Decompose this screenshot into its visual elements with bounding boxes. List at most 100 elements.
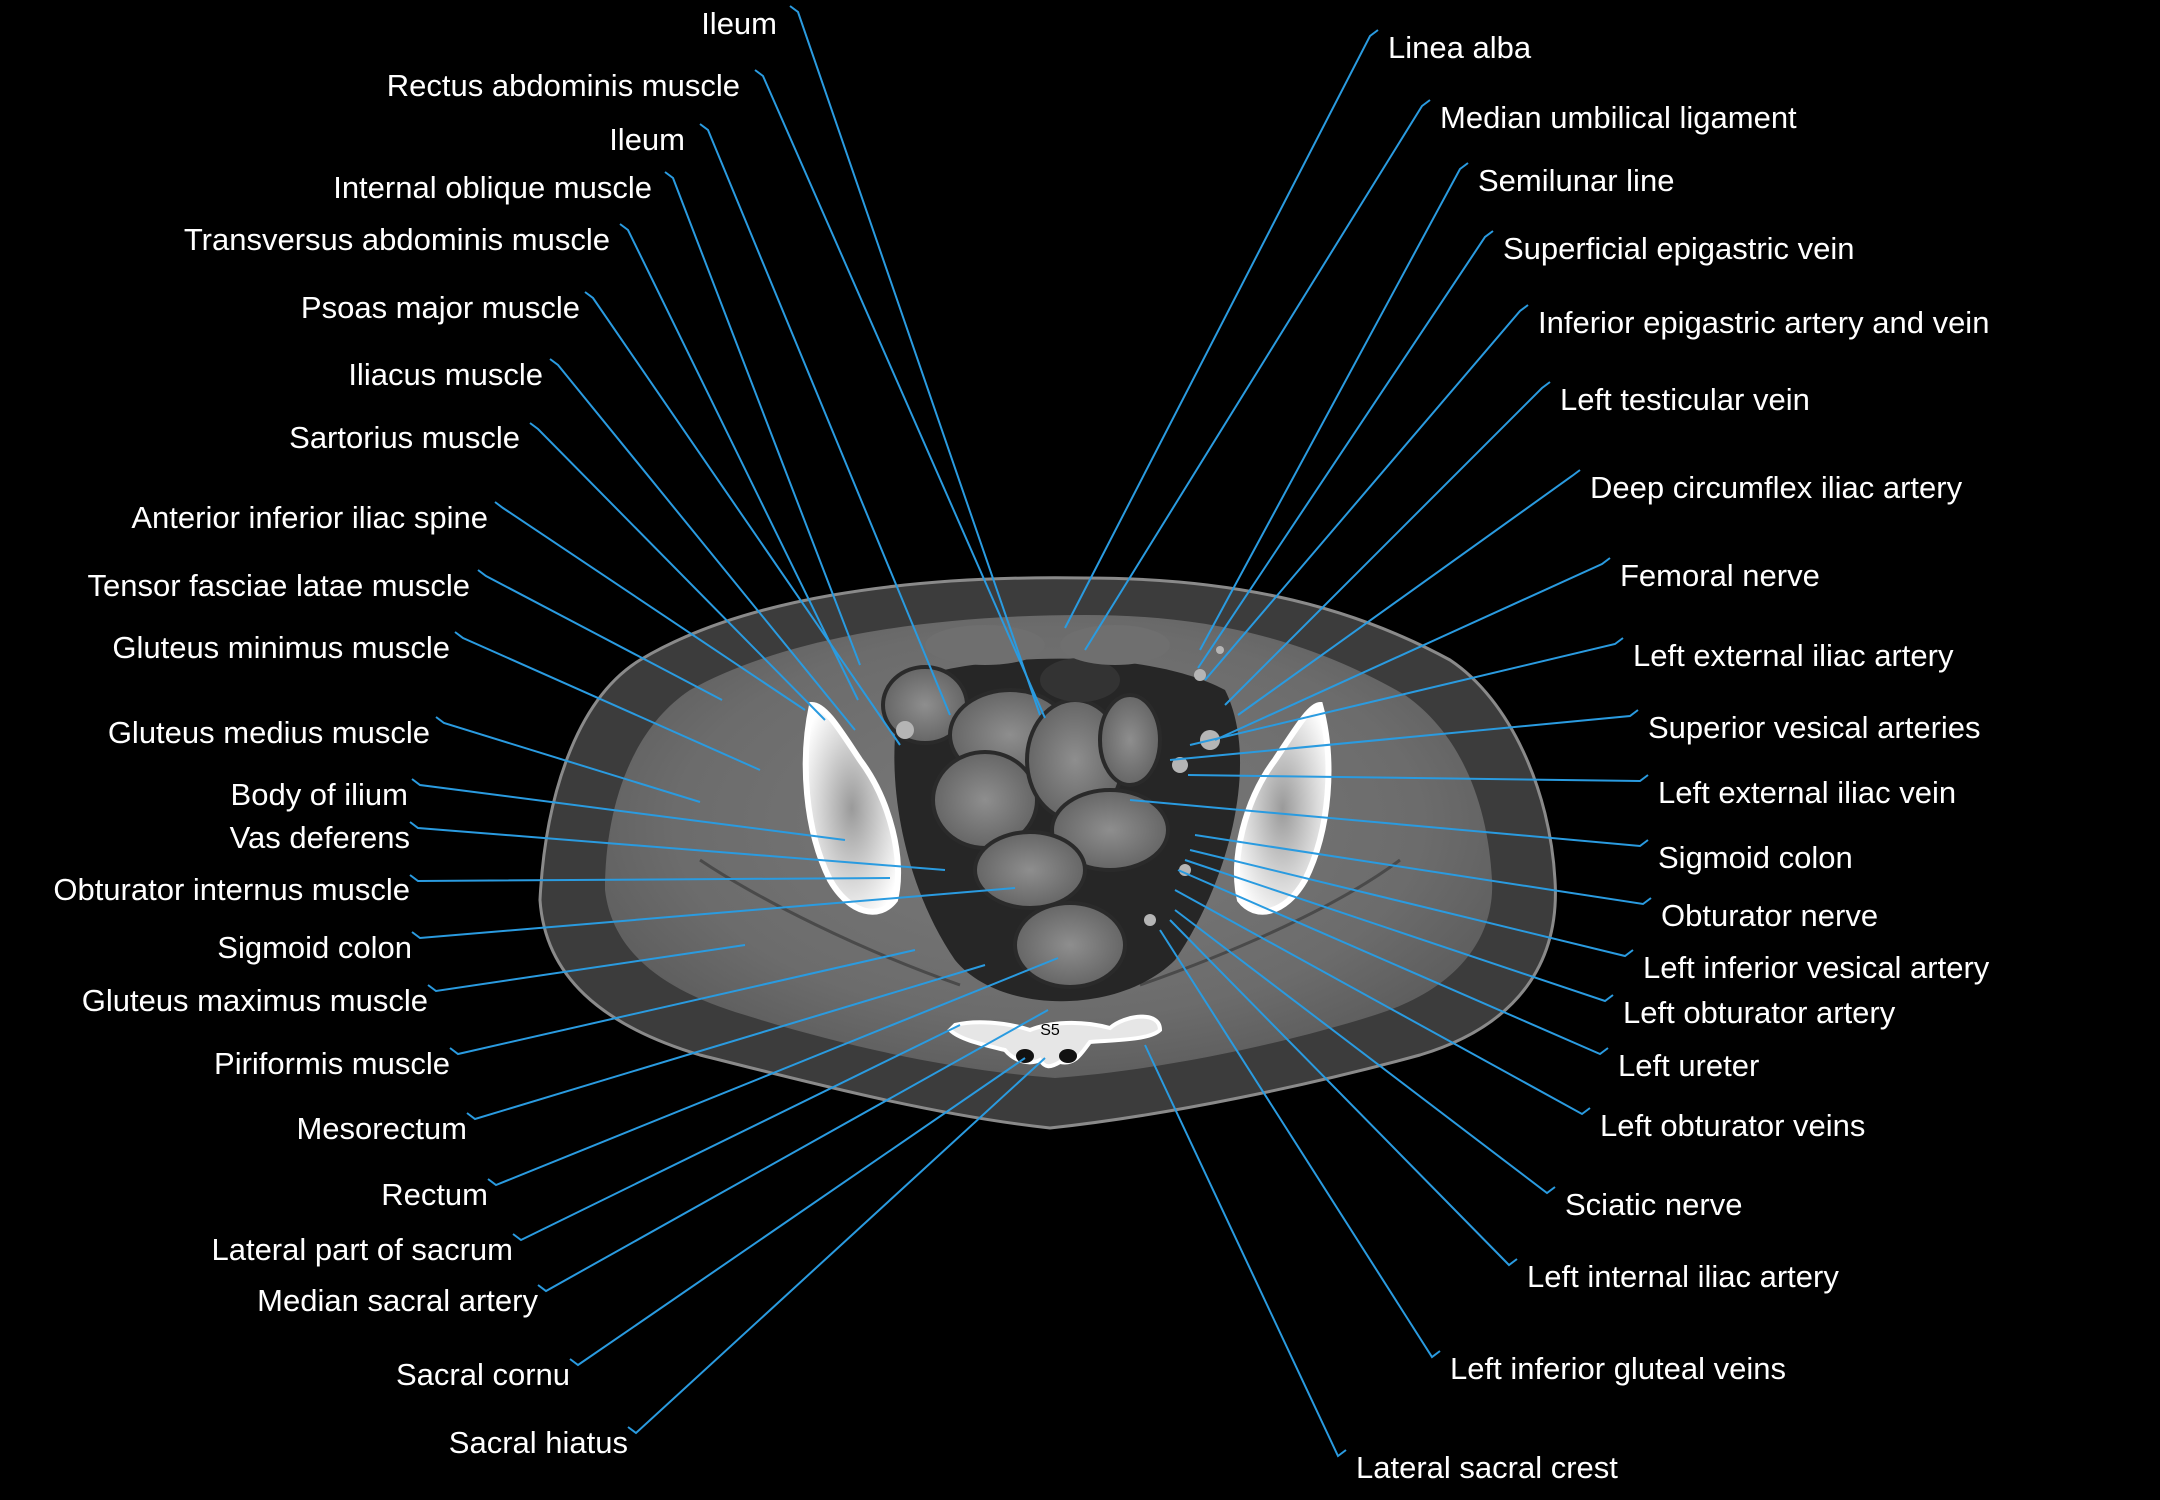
label-tensor-fasciae-latae: Tensor fasciae latae muscle (87, 568, 470, 603)
leader-line-right-3 (1197, 230, 1494, 669)
leader-line-right-15 (1177, 869, 1609, 1056)
label-obturator-internus: Obturator internus muscle (53, 872, 410, 907)
label-left-testicular-vein: Left testicular vein (1560, 382, 1810, 417)
leader-line-left-1 (754, 69, 1046, 719)
leader-line-left-14 (409, 874, 891, 883)
label-left-ureter: Left ureter (1618, 1048, 1760, 1083)
label-median-sacral-artery: Median sacral artery (257, 1283, 538, 1318)
leader-line-right-18 (1169, 919, 1518, 1267)
label-sciatic-nerve: Sciatic nerve (1565, 1187, 1743, 1222)
leader-line-left-6 (549, 358, 856, 731)
leader-line-left-8 (494, 501, 806, 711)
leader-line-left-10 (454, 631, 761, 771)
rectus-right (1060, 625, 1170, 665)
label-left-inferior-vesical-artery: Left inferior vesical artery (1643, 950, 1990, 985)
label-superficial-epigastric-vein: Superficial epigastric vein (1503, 231, 1855, 266)
leader-line-left-19 (487, 957, 1059, 1187)
vertebra-label: S5 (1040, 1022, 1060, 1039)
label-rectus-abdominis: Rectus abdominis muscle (386, 68, 740, 103)
label-left-inferior-gluteal-veins: Left inferior gluteal veins (1450, 1351, 1787, 1386)
label-deep-circumflex-iliac-artery: Deep circumflex iliac artery (1590, 470, 1963, 505)
label-left-obturator-artery: Left obturator artery (1623, 995, 1896, 1030)
label-median-umbilical-ligament: Median umbilical ligament (1440, 100, 1797, 135)
leader-line-left-9 (477, 569, 723, 701)
leader-line-right-14 (1184, 859, 1614, 1003)
leader-line-left-17 (449, 949, 916, 1056)
label-inferior-epigastric-artery-vein: Inferior epigastric artery and vein (1538, 305, 1990, 340)
leader-line-right-4 (1204, 304, 1529, 681)
leader-line-right-17 (1174, 909, 1556, 1195)
leader-line-right-6 (1237, 469, 1581, 716)
leader-line-right-5 (1224, 381, 1551, 706)
leader-line-left-20 (512, 1024, 961, 1242)
leader-line-left-3 (664, 171, 861, 666)
leader-line-left-16 (427, 944, 746, 993)
label-sigmoid-colon-left: Sigmoid colon (217, 930, 412, 965)
label-anterior-inferior-iliac-spine: Anterior inferior iliac spine (131, 500, 488, 535)
label-sacral-hiatus: Sacral hiatus (448, 1425, 628, 1460)
leader-line-left-2 (699, 123, 951, 716)
label-left-external-iliac-artery: Left external iliac artery (1633, 638, 1954, 673)
leader-line-right-7 (1214, 557, 1611, 741)
label-internal-oblique: Internal oblique muscle (333, 170, 652, 205)
leader-line-left-23 (627, 1057, 1046, 1435)
sacral-cornu-left (1016, 1049, 1034, 1063)
label-iliacus: Iliacus muscle (348, 357, 543, 392)
leader-line-right-11 (1129, 799, 1649, 848)
label-left-internal-iliac-artery: Left internal iliac artery (1527, 1259, 1839, 1294)
label-linea-alba: Linea alba (1388, 30, 1532, 65)
label-rectum: Rectum (381, 1177, 488, 1212)
fascia-left (699, 858, 961, 987)
label-mesorectum: Mesorectum (296, 1111, 467, 1146)
label-gluteus-medius: Gluteus medius muscle (107, 715, 430, 750)
label-left-external-iliac-vein: Left external iliac vein (1658, 775, 1957, 810)
leader-line-left-7 (529, 422, 826, 721)
leader-line-right-20 (1144, 1044, 1347, 1458)
leader-line-right-19 (1159, 929, 1441, 1359)
leader-line-left-11 (435, 716, 701, 803)
leader-lines (409, 5, 1652, 1458)
leader-line-left-18 (466, 964, 986, 1121)
rectus-left (925, 625, 1045, 665)
label-obturator-nerve: Obturator nerve (1661, 898, 1879, 933)
label-ileum-top: Ileum (701, 6, 777, 41)
leader-line-right-8 (1189, 637, 1624, 746)
leader-line-left-22 (569, 1057, 1026, 1367)
leader-line-right-0 (1064, 29, 1379, 629)
leader-line-left-4 (619, 223, 859, 701)
leader-line-right-16 (1174, 889, 1591, 1116)
leader-line-left-0 (789, 5, 1041, 716)
sacrum (947, 1014, 1163, 1069)
sacral-cornu-right (1059, 1049, 1077, 1063)
label-body-of-ilium: Body of ilium (230, 777, 408, 812)
label-piriformis: Piriformis muscle (214, 1046, 450, 1081)
label-sigmoid-colon-right: Sigmoid colon (1658, 840, 1853, 875)
leader-line-right-9 (1169, 709, 1639, 761)
label-sartorius: Sartorius muscle (289, 420, 520, 455)
label-psoas-major: Psoas major muscle (300, 290, 580, 325)
leader-line-right-13 (1189, 849, 1634, 958)
leader-line-left-13 (409, 821, 946, 871)
fascia-right (1139, 858, 1401, 987)
label-gluteus-maximus: Gluteus maximus muscle (81, 983, 428, 1018)
bowel-loops (881, 658, 1170, 989)
label-femoral-nerve: Femoral nerve (1620, 558, 1820, 593)
label-vas-deferens: Vas deferens (229, 820, 410, 855)
leader-line-right-12 (1194, 834, 1652, 906)
leader-line-right-2 (1199, 162, 1469, 651)
label-ileum: Ileum (609, 122, 685, 157)
leader-line-left-12 (411, 778, 846, 841)
label-gluteus-minimus: Gluteus minimus muscle (112, 630, 450, 665)
label-semilunar-line: Semilunar line (1478, 163, 1675, 198)
leader-line-left-5 (584, 291, 901, 746)
leader-line-right-10 (1187, 774, 1649, 783)
label-lateral-sacral-crest: Lateral sacral crest (1356, 1450, 1618, 1485)
label-left-obturator-veins: Left obturator veins (1600, 1108, 1866, 1143)
label-superior-vesical-arteries: Superior vesical arteries (1648, 710, 1981, 745)
label-sacral-cornu: Sacral cornu (395, 1357, 570, 1392)
label-lateral-part-of-sacrum: Lateral part of sacrum (211, 1232, 513, 1267)
label-transversus-abdominis: Transversus abdominis muscle (183, 222, 610, 257)
leader-line-left-21 (537, 1009, 1049, 1293)
